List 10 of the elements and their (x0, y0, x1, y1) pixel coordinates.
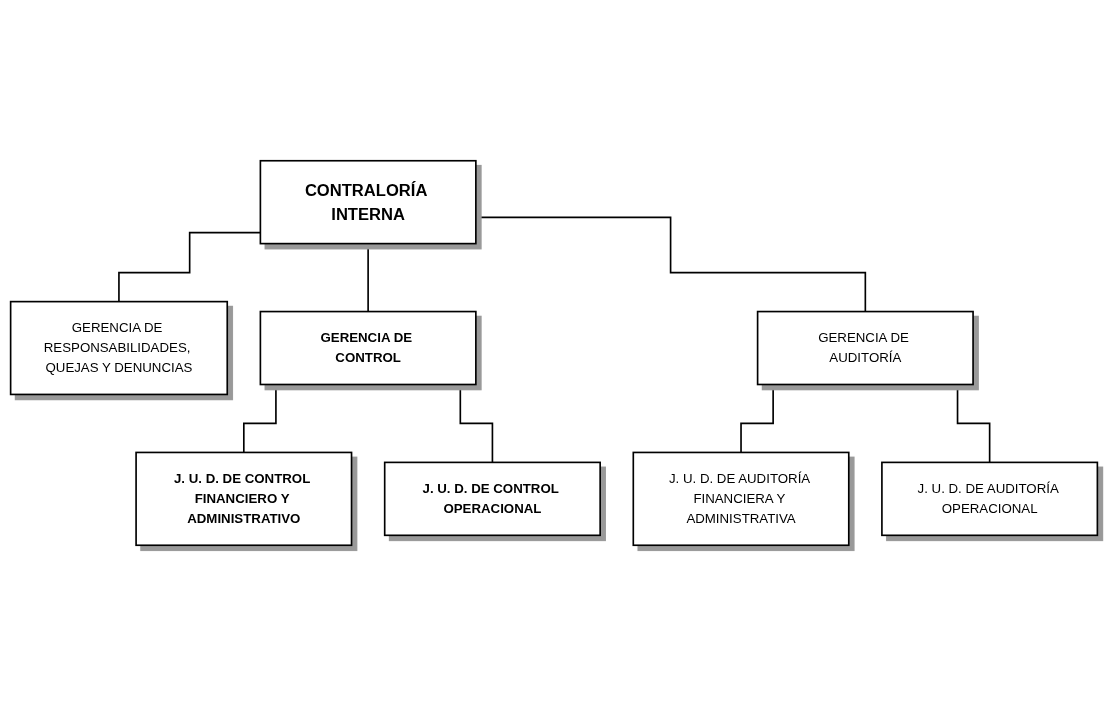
node-box: J. U. D. DE AUDITORÍA FINANCIERA Y ADMINISTRATIVA (632, 451, 850, 547)
node-box: J. U. D. DE AUDITORÍA OPERACIONAL (881, 461, 1099, 537)
connector (475, 216, 867, 313)
node-box: GERENCIA DE RESPONSABILIDADES, QUEJAS Y DENUNCIAS (9, 300, 229, 396)
node-box: J. U. D. DE CONTROL FINANCIERO Y ADMINISTRATIVO (135, 451, 353, 547)
node-box: GERENCIA DE CONTROL (259, 310, 477, 386)
connector (367, 242, 369, 313)
node-box: J. U. D. DE CONTROL OPERACIONAL (383, 461, 601, 537)
node-box: CONTRALORÍA INTERNA (259, 159, 477, 245)
node-box: GERENCIA DE AUDITORÍA (756, 310, 974, 386)
